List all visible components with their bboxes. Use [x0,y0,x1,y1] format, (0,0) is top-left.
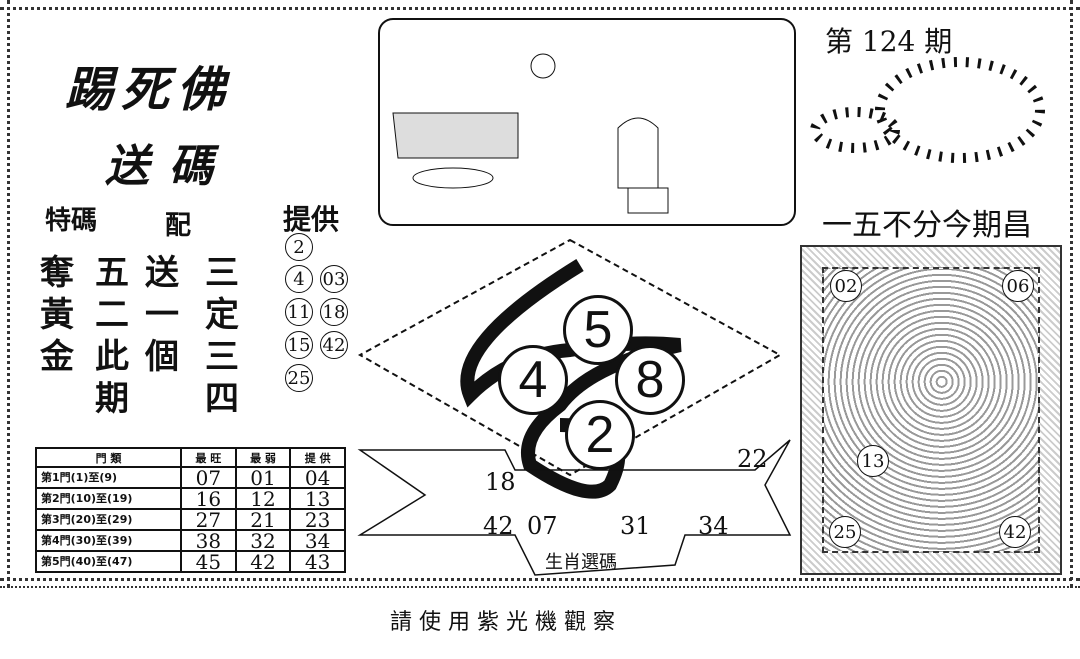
diamond-ribbon-graphic [357,238,792,576]
provided-number: 15 [285,331,313,359]
buddha-number: 42 [999,516,1031,548]
gate-value: 32 [234,529,292,552]
poem-char: 三 [205,337,239,377]
poem-char: 三 [205,253,239,293]
issue-number: 第 124 期 [825,25,953,58]
slogan: 一五不分今期昌 [822,208,1032,243]
gate-label: 第4門(30)至(39) [35,529,182,552]
provided-number: 4 [285,265,313,293]
poem-char: 黃 [40,295,74,335]
poem-char: 個 [145,337,179,377]
buddha-number: 06 [1002,270,1034,302]
poem-char: 五 [95,253,129,293]
poem-char: 奪 [40,253,74,293]
gate-value: 38 [180,529,237,552]
gate-value: 42 [234,550,292,573]
decorative-border-bottom [0,578,1080,588]
special-code-label: 特碼 [45,206,98,236]
table-header: 門 類 [35,447,182,468]
table-header: 提 供 [289,447,346,468]
gate-label: 第3門(20)至(29) [35,508,182,531]
poem-char: 一 [145,295,179,335]
gate-value: 01 [234,466,292,489]
decorative-border-right [1070,0,1080,588]
title-calligraphy: 踢死佛 [65,62,234,118]
provided-number: 42 [320,331,348,359]
table-header: 最 旺 [180,447,237,468]
zodiac-number: 22 [737,445,768,473]
provided-number: 03 [320,265,348,293]
provided-number: 18 [320,298,348,326]
match-label: 配 [165,211,192,241]
buddha-illustration [822,267,1040,553]
buddha-number: 13 [857,445,889,477]
gate-value: 21 [234,508,292,531]
poem-char: 二 [95,295,129,335]
decorative-border-top [0,0,1080,10]
zodiac-number: 34 [698,512,729,540]
poem-char: 期 [95,379,129,419]
poem-char: 四 [205,379,239,419]
decorative-border-left [0,0,10,588]
subtitle-calligraphy: 送碼 [105,141,233,192]
gate-value: 12 [234,487,292,510]
provide-label: 提供 [283,203,340,236]
gate-value: 04 [289,466,346,489]
zodiac-banner-label: 生肖選碼 [545,552,617,573]
gate-value: 34 [289,529,346,552]
gate-label: 第2門(10)至(19) [35,487,182,510]
buddha-number: 02 [830,270,862,302]
bead-necklace-illustration [810,57,1045,163]
zodiac-number: 31 [620,512,651,540]
ball-4: 4 [498,345,568,415]
poem-char: 此 [95,337,129,377]
gate-value: 13 [289,487,346,510]
provided-number: 25 [285,364,313,392]
poem-char: 金 [40,337,74,377]
gate-value: 43 [289,550,346,573]
table-header: 最 弱 [234,447,292,468]
gate-value: 45 [180,550,237,573]
provided-number: 11 [285,298,313,326]
ball-5: 5 [563,295,633,365]
poem-char: 定 [205,295,239,335]
ball-2: 2 [565,400,635,470]
gate-value: 07 [180,466,237,489]
gate-value: 16 [180,487,237,510]
gate-label: 第1門(1)至(9) [35,466,182,489]
zodiac-number: 18 [485,468,516,496]
poem-char: 送 [145,253,179,293]
gate-value: 23 [289,508,346,531]
footer-note: 請 使 用 紫 光 機 觀 察 [390,610,615,635]
provided-number: 2 [285,233,313,261]
zodiac-number: 42 [483,512,514,540]
gate-label: 第5門(40)至(47) [35,550,182,573]
buddha-number: 25 [829,516,861,548]
zodiac-number: 07 [527,512,558,540]
cartoon-illustration [378,18,796,226]
ball-8: 8 [615,345,685,415]
gate-value: 27 [180,508,237,531]
